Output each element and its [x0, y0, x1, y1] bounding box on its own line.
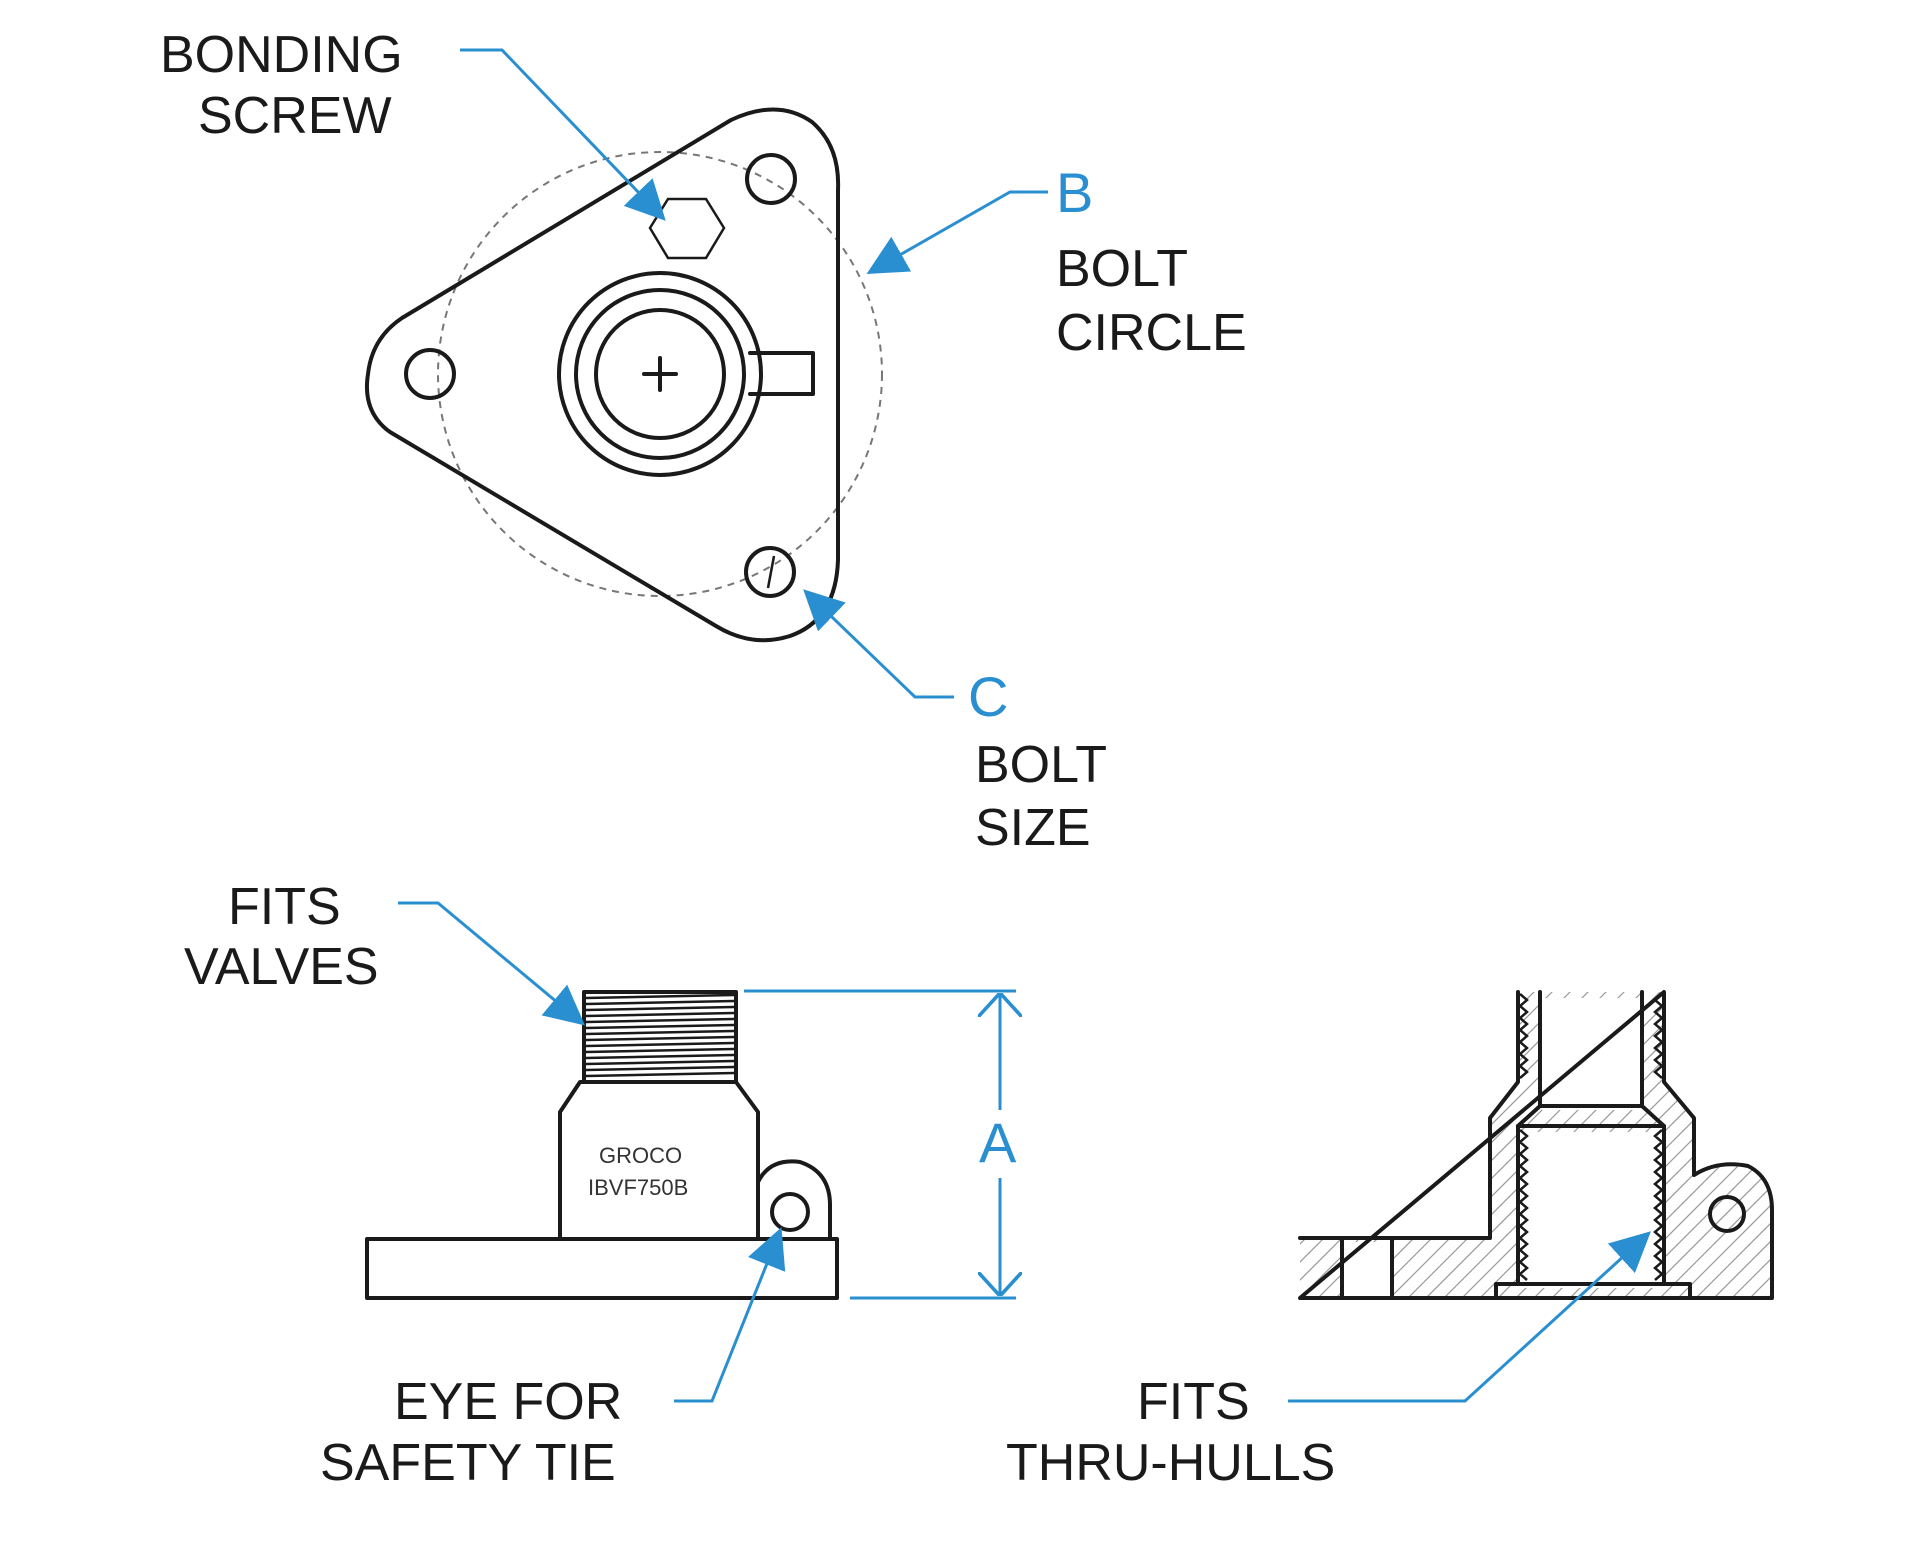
hatch-line [1665, 992, 1772, 1298]
bonding-screw-hex [648, 197, 726, 260]
hatch-line [1882, 980, 1906, 1310]
hatch-line [1701, 992, 1772, 1298]
thread-line [585, 1053, 735, 1060]
thru-hulls-leader [1288, 1231, 1651, 1403]
bolt-size-label-2: SIZE [975, 799, 1091, 857]
thread-line [585, 1023, 735, 1030]
hatch-line [1864, 980, 1906, 1310]
mounting-hole-top [745, 153, 797, 205]
section-threads [1518, 993, 1664, 1281]
safety-eye [756, 1159, 832, 1241]
safety-tie-label-1: EYE FOR [394, 1373, 622, 1431]
section-outline [1298, 990, 1774, 1300]
fits-valves-label-1: FITS [228, 878, 341, 936]
side-view: GROCO IBVF750B [365, 990, 839, 1300]
bonding-screw-label-1: BONDING [160, 26, 403, 84]
thread-line [585, 993, 735, 1000]
safety-eye-hole [770, 1192, 810, 1232]
thread-line [585, 1059, 735, 1066]
thread-line [585, 1071, 735, 1078]
hatch-line [1300, 992, 1565, 1298]
fits-valves-label-2: VALVES [184, 938, 379, 996]
hatch-line [1846, 980, 1906, 1310]
bolt-circle-outline [437, 151, 883, 597]
section-thread [1518, 993, 1529, 1079]
section-view [1298, 980, 1906, 1310]
hatch-line [1629, 992, 1772, 1298]
inner-ring [594, 308, 726, 440]
hatch-line [1792, 980, 1906, 1310]
bolt-size-leader [803, 589, 954, 699]
hatch-line [1774, 980, 1906, 1310]
hatch-line [1737, 992, 1772, 1298]
thru-hulls-label-2: THRU-HULLS [1006, 1434, 1335, 1492]
safety-tie-label-2: SAFETY TIE [320, 1434, 616, 1492]
triangular-flange-outline [365, 107, 841, 643]
middle-ring [574, 288, 746, 460]
hatch-line [1719, 992, 1772, 1298]
bonding-screw-label-2: SCREW [198, 87, 392, 145]
section-eye-hole [1708, 1195, 1746, 1233]
bore-transition [1516, 1104, 1666, 1128]
bolt-size-label-1: BOLT [975, 736, 1107, 794]
section-left-void [1342, 1242, 1392, 1296]
section-thread [1653, 1129, 1664, 1281]
part-model-marking: IBVF750B [588, 1175, 688, 1200]
bolt-circle-label-2: CIRCLE [1056, 304, 1247, 362]
bolt-slot-mark [766, 555, 776, 589]
b-letter: B [1056, 161, 1093, 224]
thread-line [585, 1047, 735, 1054]
a-letter: A [979, 1111, 1017, 1174]
hatch-line [1810, 980, 1906, 1310]
outer-boss-ring [557, 271, 763, 477]
bolt-circle-label-1: BOLT [1056, 240, 1188, 298]
thread-line [585, 1041, 735, 1048]
mounting-hole-bottom [744, 546, 796, 598]
side-body [558, 1080, 760, 1241]
section-thread [1653, 993, 1664, 1079]
part-brand-marking: GROCO [599, 1143, 682, 1168]
hatch-line [1611, 992, 1772, 1298]
thread-line [585, 1005, 735, 1012]
hatch-line [1647, 992, 1772, 1298]
thread-line [585, 1017, 735, 1024]
c-letter: C [968, 665, 1008, 728]
key-tab [748, 351, 815, 396]
thread-line [585, 1029, 735, 1036]
hatch-line [1683, 992, 1772, 1298]
thread-line [585, 1011, 735, 1018]
hatch-line [1755, 992, 1772, 1298]
side-base-plate [365, 1237, 839, 1300]
side-threads [585, 993, 735, 1078]
top-view [365, 107, 883, 643]
section-thread [1518, 1129, 1529, 1281]
bolt-circle-leader [866, 190, 1048, 274]
thru-hulls-label-1: FITS [1137, 1373, 1250, 1431]
side-thread-neck [582, 990, 738, 1084]
hatch-line [1828, 980, 1906, 1310]
thread-line [585, 1035, 735, 1042]
upper-bore [1538, 990, 1644, 1108]
bonding-screw-leader [460, 48, 666, 221]
thread-line [585, 999, 735, 1006]
mounting-hole-left [404, 348, 456, 400]
safety-tie-leader [674, 1227, 786, 1403]
hatch-line [1900, 980, 1906, 1310]
fits-valves-leader [398, 901, 586, 1026]
thread-line [585, 1065, 735, 1072]
lower-bore-void [1520, 1132, 1664, 1288]
